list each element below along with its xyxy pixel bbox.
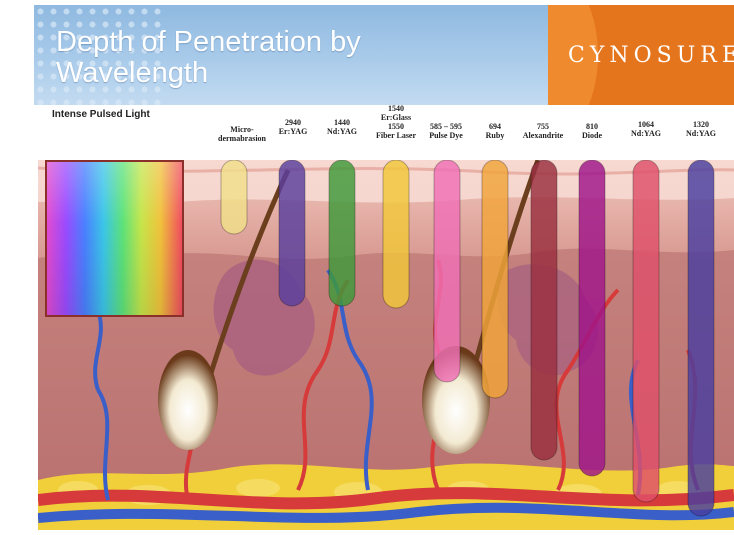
bar-label-1-line1: 2940 (279, 118, 308, 127)
bar-label-3-line3: 1550 (376, 122, 416, 131)
hair-bulb-left (158, 350, 218, 450)
bar-label-4: 585 – 595Pulse Dye (429, 122, 463, 140)
penetration-bar-2 (329, 160, 355, 306)
bar-label-7: 810Diode (582, 122, 602, 140)
ipl-label: Intense Pulsed Light (52, 109, 150, 120)
ipl-spectrum-swatch (45, 160, 184, 317)
bar-label-3-line1: 1540 (376, 104, 416, 113)
bar-label-3-line4: Fiber Laser (376, 131, 416, 140)
penetration-bar-7 (579, 160, 605, 476)
penetration-bar-1 (279, 160, 305, 306)
bar-label-5-line2: Ruby (486, 131, 505, 140)
bar-label-7-line2: Diode (582, 131, 602, 140)
bar-label-9-line2: Nd:YAG (686, 129, 716, 138)
penetration-bar-6 (531, 160, 557, 460)
bar-label-0-line2: dermabrasion (218, 134, 266, 143)
bar-label-6: 755Alexandrite (523, 122, 563, 140)
page-title: Depth of Penetration by Wavelength (56, 27, 361, 89)
bar-label-5: 694Ruby (486, 122, 505, 140)
brand-box: CYNOSURE (548, 5, 734, 105)
penetration-bar-9 (688, 160, 714, 516)
title-line-2: Wavelength (56, 58, 361, 89)
bar-label-0-line1: Micro- (218, 125, 266, 134)
title-line-1: Depth of Penetration by (56, 27, 361, 58)
penetration-bar-4 (434, 160, 460, 382)
penetration-bar-5 (482, 160, 508, 398)
penetration-bar-8 (633, 160, 659, 502)
bar-label-8: 1064Nd:YAG (631, 120, 661, 138)
bar-label-4-line1: 585 – 595 (429, 122, 463, 131)
bar-label-2: 1440Nd:YAG (327, 118, 357, 136)
bar-label-1: 2940Er:YAG (279, 118, 308, 136)
penetration-bar-3 (383, 160, 409, 308)
bar-label-2-line2: Nd:YAG (327, 127, 357, 136)
bar-label-2-line1: 1440 (327, 118, 357, 127)
bar-label-6-line1: 755 (523, 122, 563, 131)
penetration-bar-0 (221, 160, 247, 234)
bar-label-9: 1320Nd:YAG (686, 120, 716, 138)
bar-label-4-line2: Pulse Dye (429, 131, 463, 140)
brand-logo: CYNOSURE (568, 43, 734, 68)
bar-label-8-line2: Nd:YAG (631, 129, 661, 138)
bar-label-9-line1: 1320 (686, 120, 716, 129)
bar-label-8-line1: 1064 (631, 120, 661, 129)
title-banner: Depth of Penetration by Wavelength (34, 5, 548, 105)
bar-label-3-line2: Er:Glass (376, 113, 416, 122)
bar-label-5-line1: 694 (486, 122, 505, 131)
bar-label-7-line1: 810 (582, 122, 602, 131)
bar-label-6-line2: Alexandrite (523, 131, 563, 140)
bar-label-0: Micro-dermabrasion (218, 125, 266, 143)
bar-label-1-line2: Er:YAG (279, 127, 308, 136)
bar-label-3: 1540Er:Glass1550Fiber Laser (376, 104, 416, 140)
artery-main (38, 493, 734, 503)
